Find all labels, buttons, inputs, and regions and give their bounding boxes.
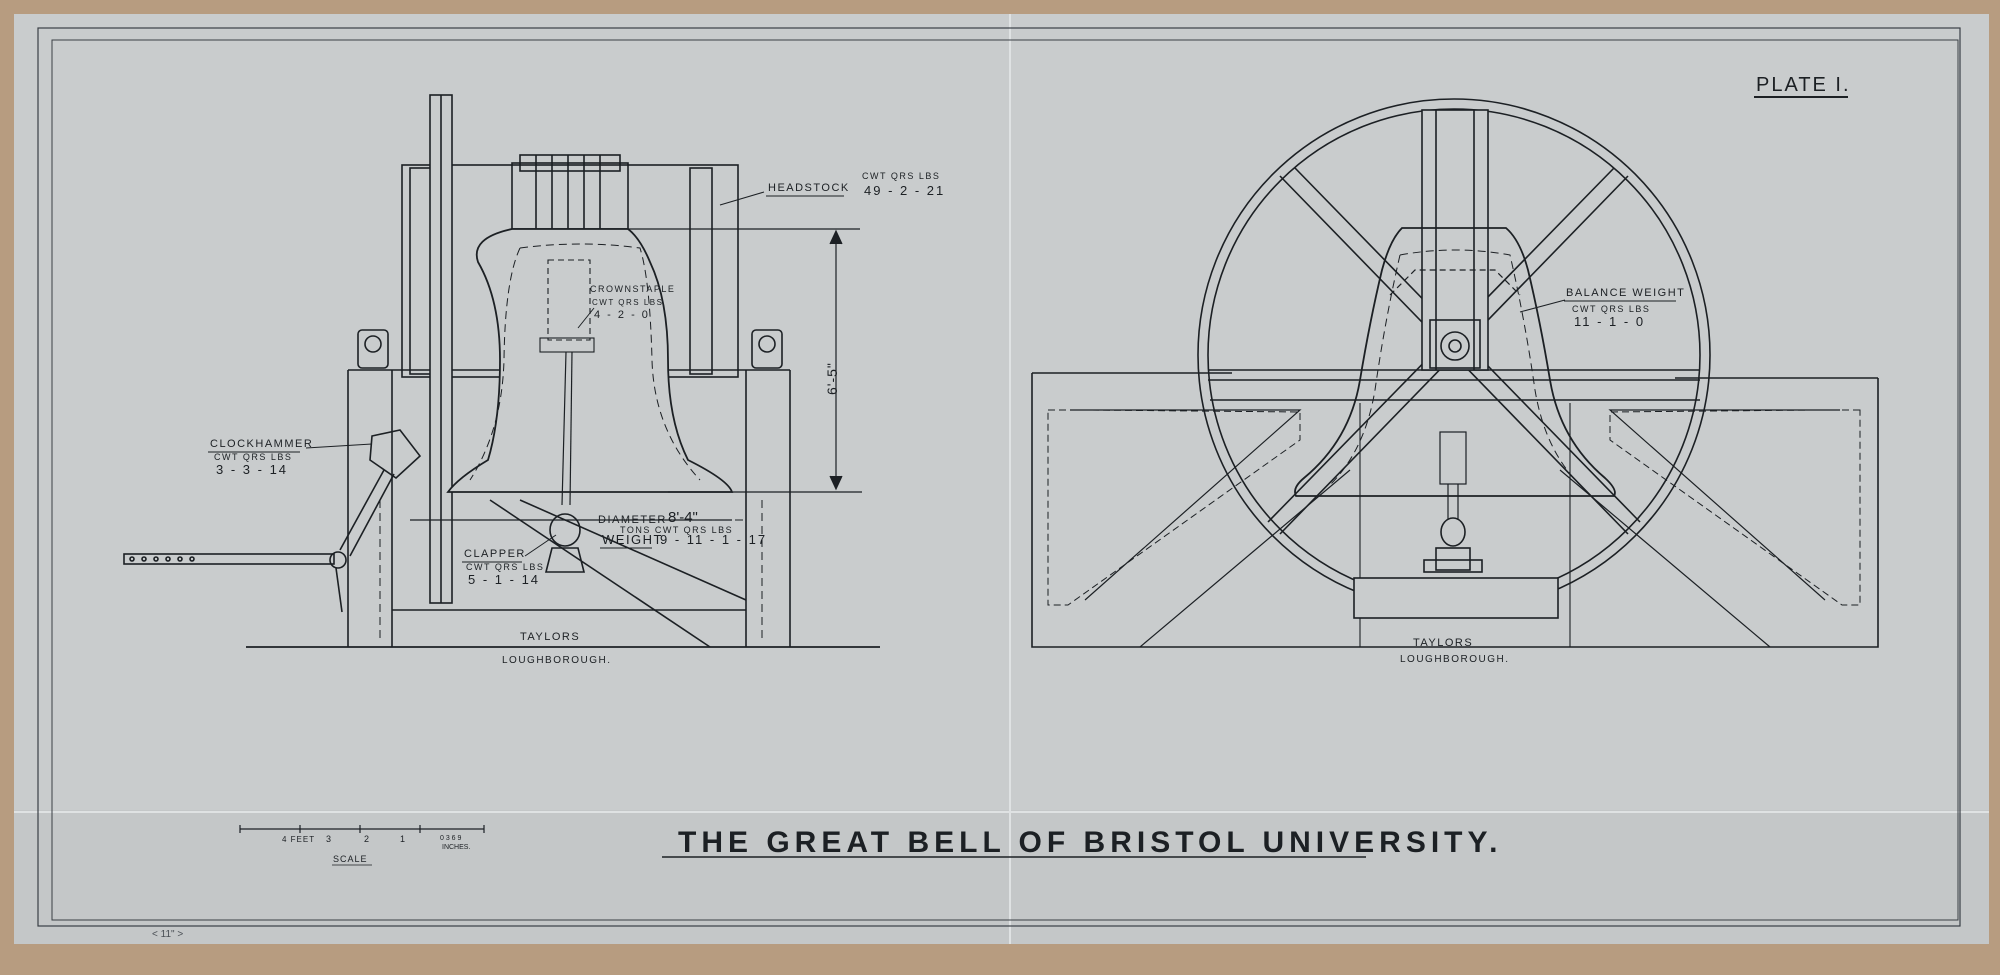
side-leaders (305, 191, 765, 557)
end-base-block (1353, 577, 1559, 619)
clockhammer-label: CLOCKHAMMER (210, 438, 313, 450)
balance-weight-part (1389, 269, 1521, 369)
crownstaple-label: CROWNSTAPLE (590, 284, 675, 294)
weight-units: TONS CWT QRS LBS (620, 525, 733, 535)
corner-measure-note: < 11" > (152, 929, 183, 940)
scale-tick-1: 1 (400, 834, 405, 844)
crownstaple-part (539, 259, 595, 353)
end-clapper (1423, 431, 1483, 573)
clockhammer-weight: 3 - 3 - 14 (216, 462, 288, 477)
clapper-units: CWT QRS LBS (466, 562, 544, 572)
scale-label: SCALE (333, 854, 368, 864)
side-frame (246, 369, 880, 648)
crownstaple-units: CWT QRS LBS (592, 298, 663, 307)
end-place-label: LOUGHBOROUGH. (1400, 654, 1510, 665)
balance-weight-value: 11 - 1 - 0 (1574, 314, 1645, 329)
end-maker-label: TAYLORS (1413, 637, 1473, 649)
headstock-units: CWT QRS LBS (862, 171, 940, 181)
scale-tick-3: 3 (326, 834, 331, 844)
balance-weight-units: CWT QRS LBS (1572, 304, 1650, 314)
crownstaple-weight: 4 - 2 - 0 (594, 309, 650, 321)
clockhammer-part (123, 429, 422, 613)
side-view (123, 94, 880, 648)
end-frame (1031, 372, 1879, 648)
wheel-edge (429, 94, 453, 604)
scale-inches-label: INCHES. (442, 844, 470, 851)
end-headstock (1421, 109, 1489, 371)
paper-fold-strip (14, 810, 1989, 944)
scale-inch-ticks: 0 3 6 9 (440, 835, 462, 842)
side-place-label: LOUGHBOROUGH. (502, 655, 612, 666)
diameter-value: 8'-4" (668, 509, 698, 526)
side-bearings (357, 329, 783, 369)
scale-tick-4ft: 4 FEET (282, 835, 315, 844)
clockhammer-units: CWT QRS LBS (214, 452, 292, 462)
headstock-weight: 49 - 2 - 21 (864, 183, 945, 198)
clapper-label: CLAPPER (464, 548, 526, 560)
balance-leader (1519, 299, 1566, 313)
diameter-label: DIAMETER (598, 514, 667, 526)
headstock-label: HEADSTOCK (768, 182, 850, 194)
scale-tick-2: 2 (364, 834, 369, 844)
clapper-weight: 5 - 1 - 14 (468, 572, 540, 587)
clapper-part (544, 351, 586, 573)
outer-border (37, 27, 1961, 927)
scale-bar (239, 825, 485, 833)
end-view (1031, 98, 1879, 648)
weight-value: 9 - 11 - 1 - 17 (660, 532, 767, 547)
height-dimension-label: 6'-5" (824, 362, 840, 395)
paper-sheet (14, 14, 1989, 944)
weight-label: WEIGHT (602, 532, 663, 547)
inner-border (51, 39, 1959, 921)
balance-weight-label: BALANCE WEIGHT (1566, 287, 1685, 299)
side-maker-label: TAYLORS (520, 631, 580, 643)
height-dimension (628, 228, 862, 493)
drawing-title: THE GREAT BELL OF BRISTOL UNIVERSITY. (678, 826, 1503, 859)
bell-inner-dashed (469, 243, 701, 481)
plate-label: PLATE I. (1756, 74, 1851, 96)
end-bell-profile (1294, 227, 1616, 497)
